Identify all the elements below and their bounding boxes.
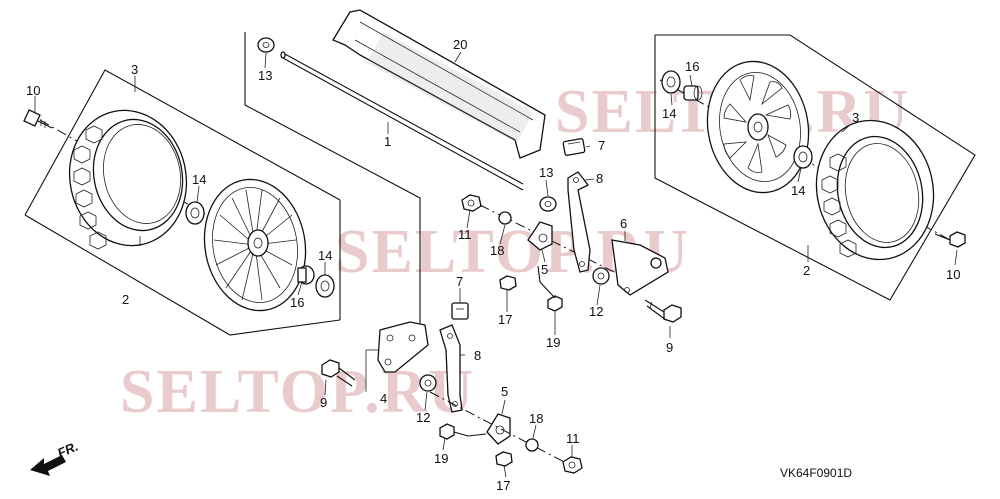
callout-2-right: 2 [803,263,810,278]
tire-3-left [68,109,188,250]
left-boundary-top [24,69,341,216]
direction-label: FR. [55,439,80,461]
washer-18-lower [525,438,539,452]
leader-lines [34,51,958,478]
washer-18-upper [498,211,512,225]
rear-bar-20 [332,9,546,159]
front-direction-arrow: FR. [30,439,80,476]
callout-17-upper: 17 [498,312,512,327]
callout-1: 1 [384,134,391,149]
callout-12-lower: 12 [416,410,430,425]
tire-3-right [815,119,935,261]
bearing-14-d [793,145,813,169]
callout-4: 4 [380,391,387,406]
upper-linkage [461,171,682,323]
callout-14-d: 14 [791,183,805,198]
callout-9-left: 9 [320,395,327,410]
callout-2-left: 2 [122,292,129,307]
nut-17-upper [499,275,517,291]
callout-13-lower: 13 [539,165,553,180]
diagram-code: VK64F0901D [780,466,852,480]
lower-axis-line [429,391,571,466]
callout-20: 20 [453,37,467,52]
callout-5-upper: 5 [541,262,548,277]
pad-7-lower [451,302,469,320]
wheel-2-left [203,178,307,312]
callout-10-left: 10 [26,83,40,98]
bearing-14-a [185,201,205,225]
washer-12-lower [419,374,437,392]
nut-11-upper [461,194,482,212]
wheel-2-right [706,60,810,194]
callout-3-left: 3 [131,62,138,77]
center-shaft-group [244,32,557,325]
bolt-9-left [321,359,356,387]
bolt-10-left [23,109,53,129]
arm-5-upper [527,221,553,251]
callout-19-upper: 19 [546,335,560,350]
nut-17-lower [495,451,513,467]
callout-14-a: 14 [192,172,206,187]
washer-13-top [257,37,275,53]
bolt-19-upper [537,265,563,312]
bearing-14-b [315,274,335,298]
bracket-4 [377,321,429,373]
link-8-upper [567,171,591,273]
plate-6 [611,239,669,296]
pad-7-upper [562,138,586,156]
right-boundary [654,34,976,301]
callout-7-upper: 7 [598,138,605,153]
callout-6: 6 [620,216,627,231]
callout-9-right: 9 [666,340,673,355]
watermark-bottom: SELTOP.RU [120,358,475,426]
callout-11-lower: 11 [566,431,580,446]
arm-5-lower [486,413,511,445]
callout-16-right: 16 [685,59,699,74]
callout-labels: 10 3 14 2 14 16 13 20 1 13 7 8 11 18 5 6… [26,37,960,493]
callout-19-lower: 19 [434,451,448,466]
callout-7-lower: 7 [456,274,463,289]
washer-12-upper [592,267,610,285]
callout-13-top: 13 [258,68,272,83]
right-wheel-assembly [654,34,976,301]
nut-11-lower [562,456,583,474]
bolt-19-lower [439,423,487,440]
bolt-9-right [644,299,682,323]
callout-8-upper: 8 [596,171,603,186]
bushing-16-left [297,265,315,285]
callout-17-lower: 17 [496,478,510,493]
callout-11-upper: 11 [458,227,472,242]
bushing-16-right [683,85,703,101]
link-8-lower [439,324,463,413]
bearing-14-c [661,70,681,94]
lower-linkage [321,302,583,474]
washer-13-lower [539,196,557,212]
callout-14-b: 14 [318,248,332,263]
bolt-10-right [934,231,966,248]
callout-12-upper: 12 [589,304,603,319]
shaft-bracket-line [244,32,421,325]
callout-8-lower: 8 [474,348,481,363]
shaft-1 [280,51,524,191]
callout-10-right: 10 [946,267,960,282]
callout-18-lower: 18 [529,411,543,426]
callout-14-c: 14 [662,106,676,121]
callout-5-lower: 5 [501,384,508,399]
callout-16-left: 16 [290,295,304,310]
left-wheel-assembly [23,69,341,336]
left-boundary-bottom [24,214,341,336]
callout-18-upper: 18 [490,243,504,258]
callout-3-right: 3 [852,110,859,125]
